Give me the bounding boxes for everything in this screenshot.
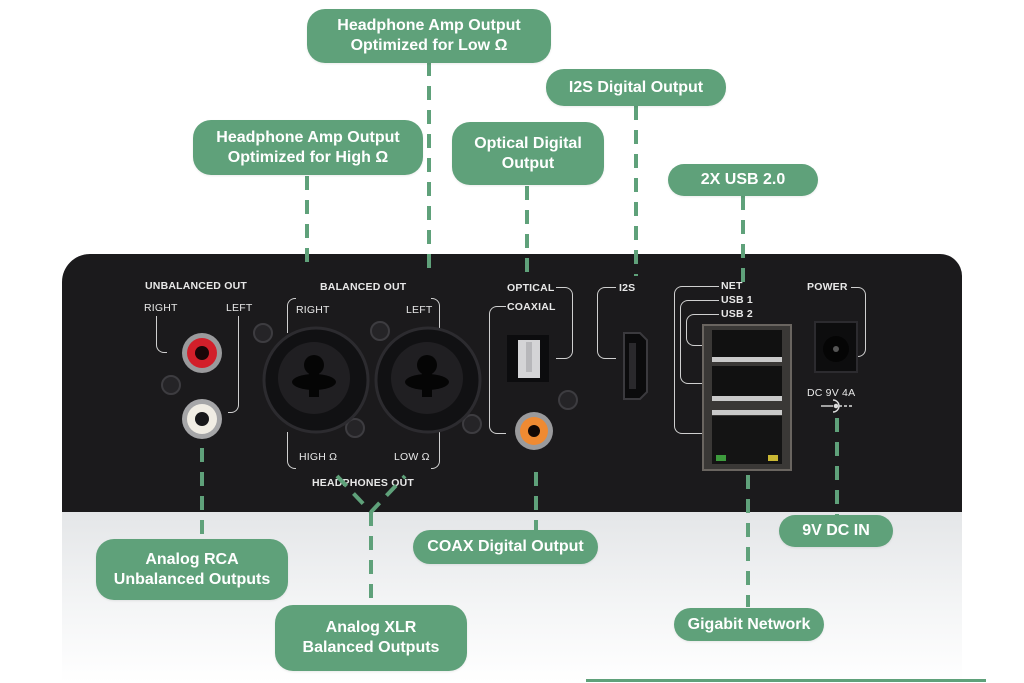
callout-rca: Analog RCA Unbalanced Outputs: [96, 539, 288, 600]
label-headphones-out: HEADPHONES OUT: [312, 477, 414, 489]
usb1-port[interactable]: [712, 330, 782, 360]
bracket-power: [851, 287, 866, 357]
screw: [370, 321, 390, 341]
label-usb2: USB 2: [721, 308, 753, 320]
bracket-xlr-right: [287, 298, 296, 333]
label-high-ohm: HIGH Ω: [299, 451, 338, 463]
callout-network: Gigabit Network: [674, 608, 824, 641]
label-balanced-out: BALANCED OUT: [320, 281, 407, 293]
bracket-net: [674, 286, 719, 434]
label-unbalanced-out: UNBALANCED OUT: [145, 280, 247, 292]
ethernet-led-green: [716, 455, 726, 461]
bracket-rca-left: [228, 316, 239, 413]
xlr-left-jack[interactable]: [374, 326, 482, 434]
callout-usb: 2X USB 2.0: [668, 164, 818, 196]
rca-right-jack[interactable]: [182, 333, 222, 373]
label-rca-right: RIGHT: [144, 302, 178, 314]
callout-i2s: I2S Digital Output: [546, 69, 726, 106]
callout-coax: COAX Digital Output: [413, 530, 598, 564]
optical-port[interactable]: [507, 335, 549, 382]
label-coaxial: COAXIAL: [507, 301, 556, 313]
callout-hp-low: Headphone Amp Output Optimized for Low Ω: [307, 9, 551, 63]
label-usb1: USB 1: [721, 294, 753, 306]
screw: [345, 418, 365, 438]
i2s-port[interactable]: [623, 332, 648, 400]
label-xlr-right: RIGHT: [296, 304, 330, 316]
callout-optical: Optical Digital Output: [452, 122, 604, 185]
usb2-port[interactable]: [712, 366, 782, 396]
callout-hp-high: Headphone Amp Output Optimized for High …: [193, 120, 423, 175]
bracket-coaxial: [489, 306, 506, 434]
device-rear-panel: [62, 254, 962, 512]
screw: [253, 323, 273, 343]
callout-xlr: Analog XLR Balanced Outputs: [275, 605, 467, 671]
xlr-right-jack[interactable]: [262, 326, 370, 434]
bracket-high-ohm: [287, 432, 296, 469]
bracket-usb1: [680, 300, 719, 384]
callout-dc-in: 9V DC IN: [779, 515, 893, 547]
label-xlr-left: LEFT: [406, 304, 433, 316]
screw: [462, 414, 482, 434]
label-i2s: I2S: [619, 282, 636, 294]
label-optical: OPTICAL: [507, 282, 555, 294]
polarity-symbol: [821, 399, 852, 413]
bottom-rule: [586, 679, 986, 682]
label-dc-rating: DC 9V 4A: [807, 387, 856, 399]
bracket-i2s: [597, 287, 616, 359]
rca-left-jack[interactable]: [182, 399, 222, 439]
ethernet-led-yellow: [768, 455, 778, 461]
screw: [161, 375, 181, 395]
bracket-xlr-left: [431, 298, 440, 333]
screw: [558, 390, 578, 410]
label-rca-left: LEFT: [226, 302, 253, 314]
power-jack[interactable]: [814, 321, 858, 373]
label-net: NET: [721, 280, 743, 292]
bracket-optical: [556, 287, 573, 359]
leader-xlr-split: [335, 474, 407, 515]
label-power: POWER: [807, 281, 848, 293]
usb-network-block: [702, 324, 792, 471]
coax-jack[interactable]: [515, 412, 553, 450]
label-low-ohm: LOW Ω: [394, 451, 430, 463]
bracket-rca-right: [156, 316, 167, 353]
